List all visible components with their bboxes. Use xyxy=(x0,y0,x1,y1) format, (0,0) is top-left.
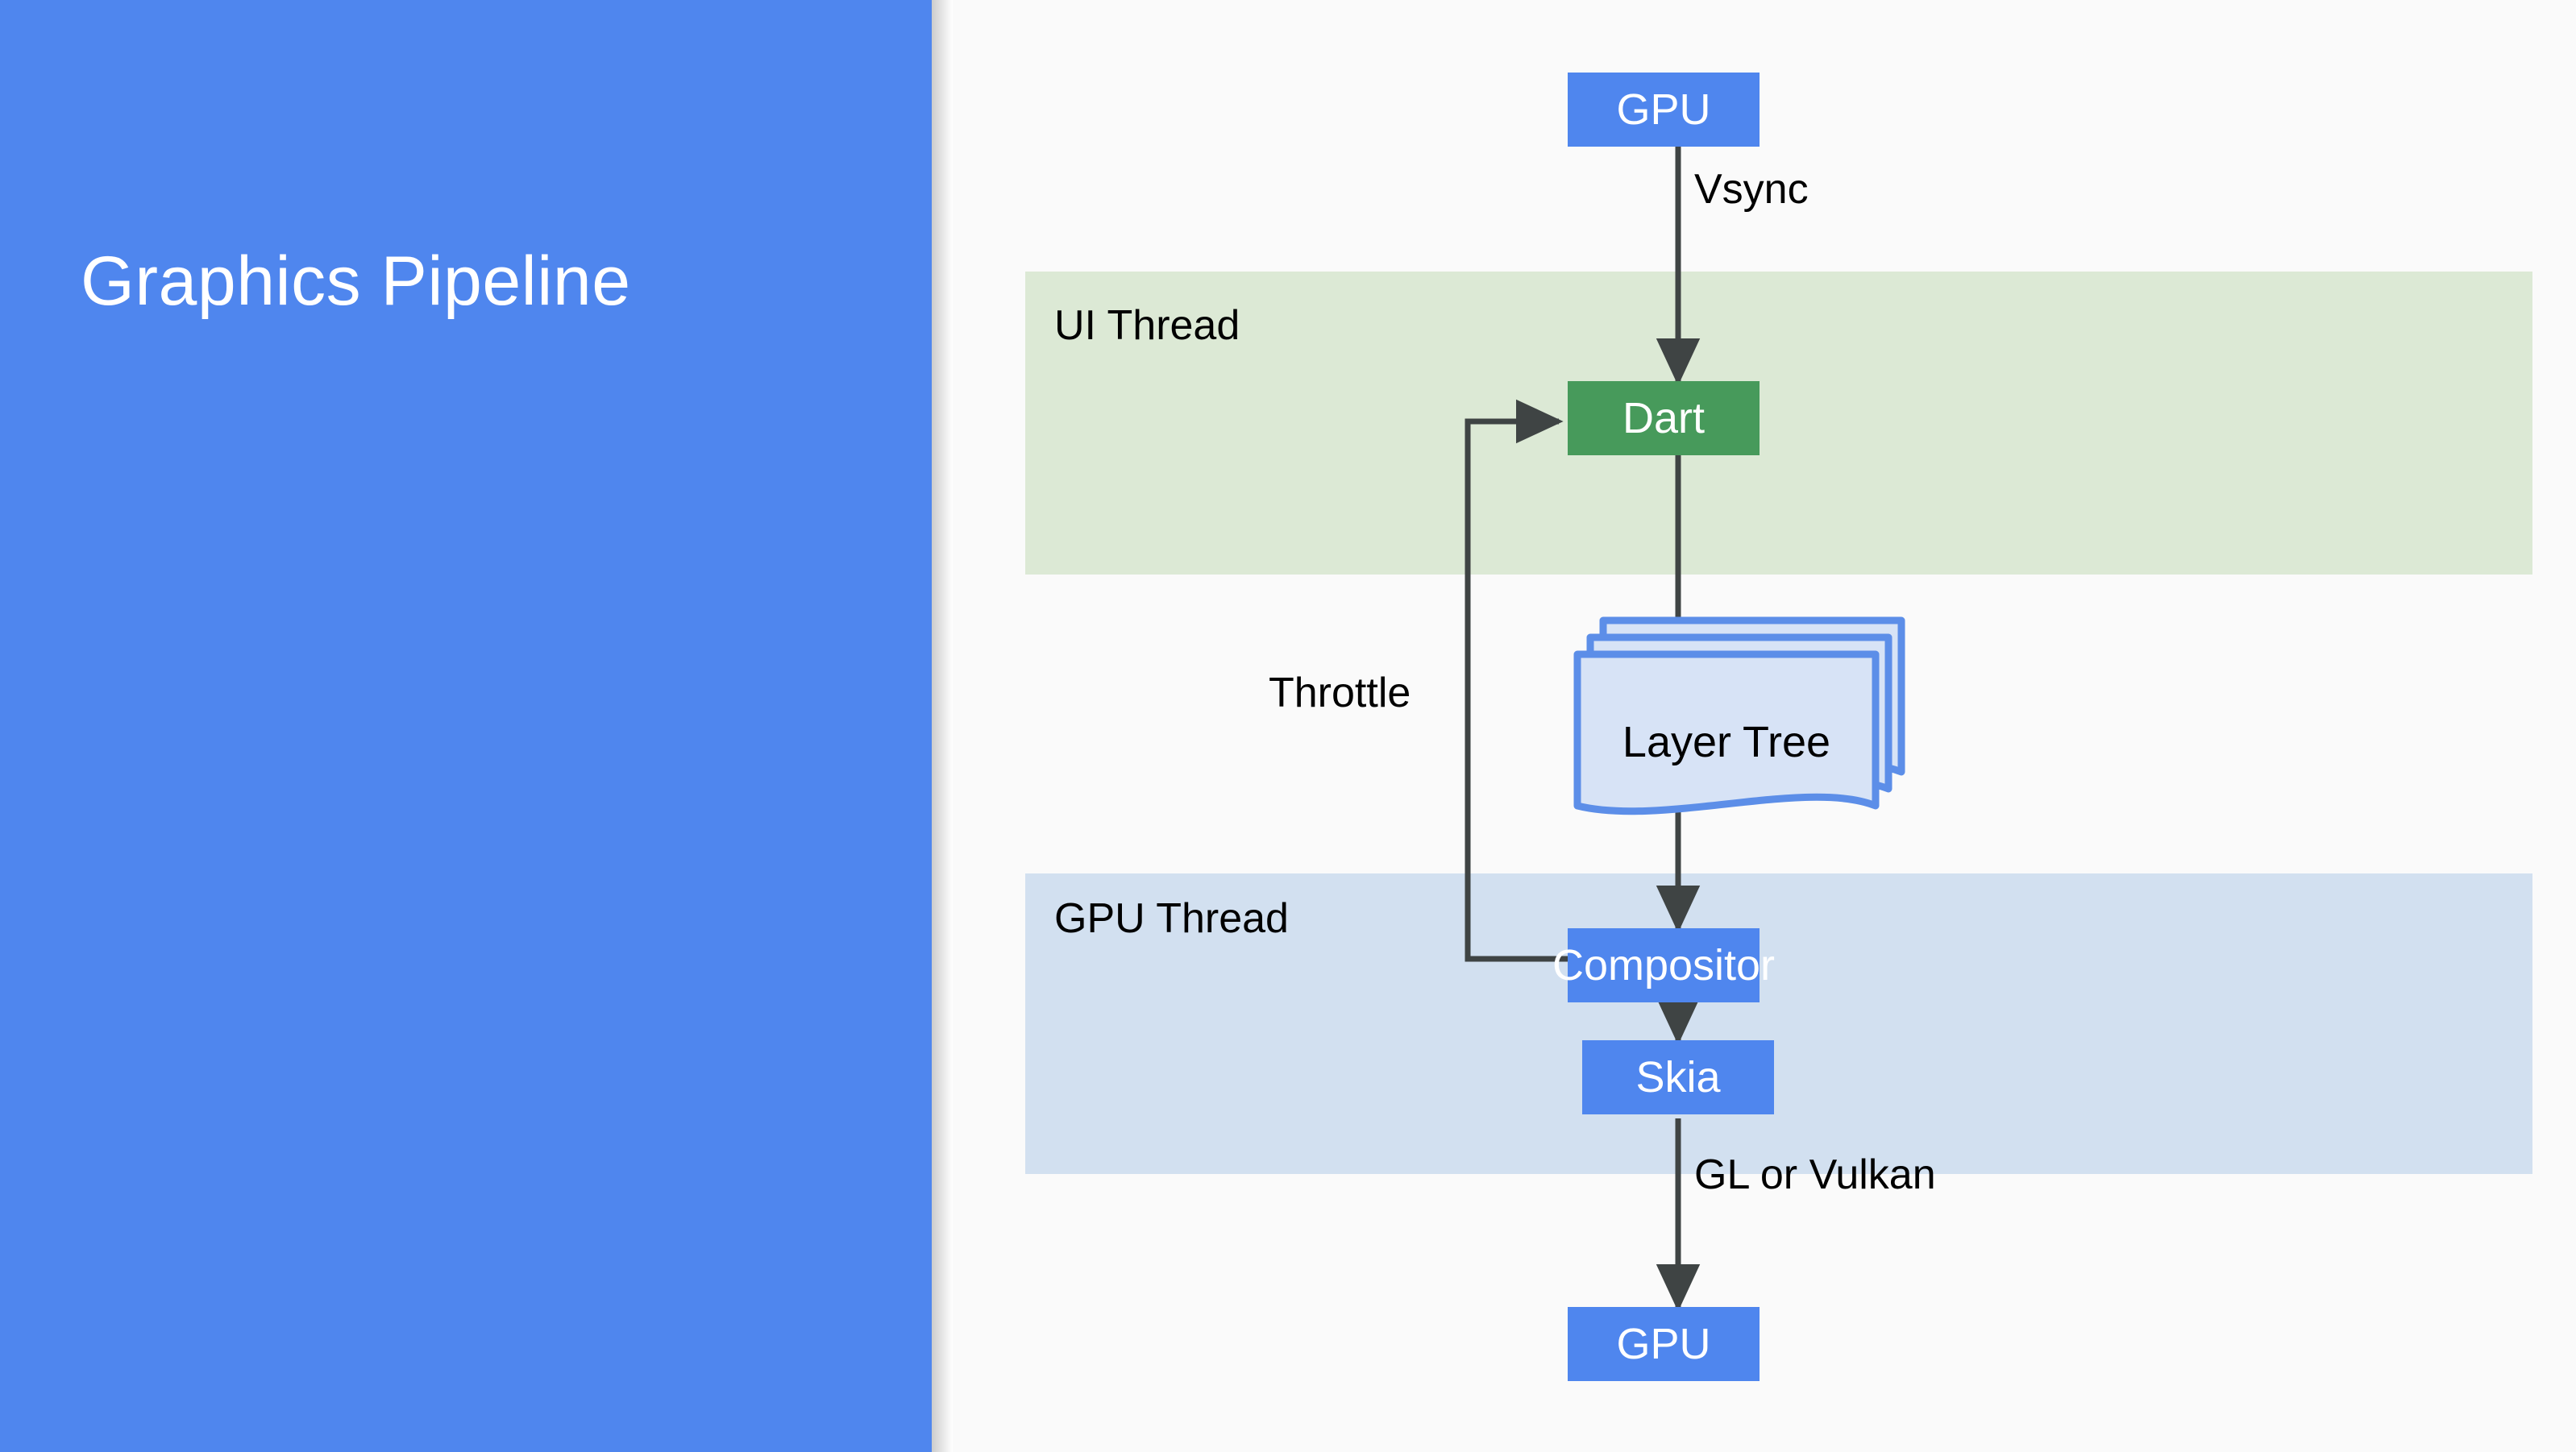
layer-tree-sheet-middle xyxy=(1586,633,1893,799)
node-gpu-top-label: GPU xyxy=(1616,85,1711,134)
node-compositor-label: Compositor xyxy=(1552,941,1776,989)
node-dart-label: Dart xyxy=(1622,394,1705,442)
diagram-canvas: UI Thread GPU Thread xyxy=(953,0,2576,1452)
node-gpu-bottom[interactable]: GPU xyxy=(1568,1307,1760,1381)
node-dart[interactable]: Dart xyxy=(1568,381,1760,455)
page-title: Graphics Pipeline xyxy=(81,243,631,320)
title-panel: Graphics Pipeline xyxy=(0,0,932,1452)
edge-label-gl-or-vulkan: GL or Vulkan xyxy=(1694,1151,1936,1198)
edge-label-vsync: Vsync xyxy=(1694,166,1809,213)
swimlane-label-gpu-thread: GPU Thread xyxy=(1054,895,1289,942)
swimlane-ui-thread xyxy=(1025,272,2532,575)
node-compositor[interactable]: Compositor xyxy=(1552,928,1775,1002)
edge-label-throttle: Throttle xyxy=(1269,670,1411,716)
node-skia[interactable]: Skia xyxy=(1582,1040,1774,1114)
swimlane-label-ui-thread: UI Thread xyxy=(1054,302,1240,349)
node-skia-label: Skia xyxy=(1635,1053,1721,1101)
node-gpu-top[interactable]: GPU xyxy=(1568,73,1760,147)
panel-divider-shadow xyxy=(932,0,953,1452)
node-gpu-bottom-label: GPU xyxy=(1616,1320,1711,1368)
swimlane-gpu-thread xyxy=(1025,873,2532,1174)
node-layer-tree-label[interactable]: Layer Tree xyxy=(1622,718,1831,766)
